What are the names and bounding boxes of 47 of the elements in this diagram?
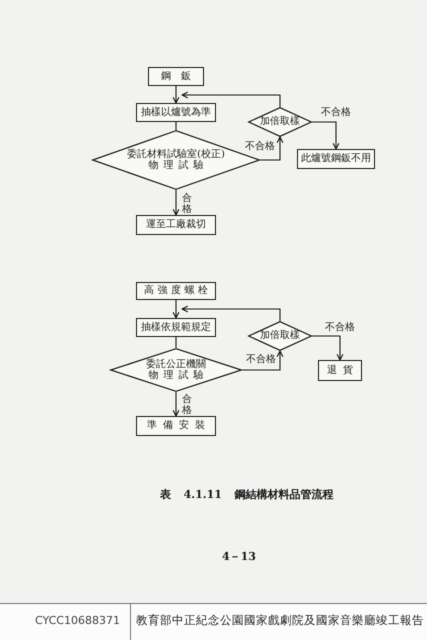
decision-diamond [248, 107, 312, 137]
connector-line [175, 122, 177, 130]
decision-text: 物理試驗 [148, 370, 208, 382]
edge-label: 合格 [182, 193, 192, 215]
edge-label: 不合格 [321, 107, 351, 118]
flow-arrow [172, 86, 180, 104]
edge-label: 不合格 [246, 354, 276, 365]
decision-text: 委託公正機關 [146, 358, 206, 370]
flow-arrow [181, 92, 281, 107]
flow-arrow [260, 136, 284, 161]
step-text: 高強度螺栓 [143, 285, 212, 297]
flow-arrow [181, 306, 281, 321]
process-box [136, 103, 216, 122]
figure-caption: 表 4.1.11 鋼結構材料品管流程 [160, 487, 334, 502]
decision-diamond [110, 348, 242, 392]
process-box [136, 416, 216, 436]
decision-text: 加倍取樣 [260, 330, 300, 342]
edge-label: 合格 [182, 394, 192, 416]
decision-text: 加倍取樣 [260, 116, 300, 128]
process-box [297, 149, 375, 169]
step-text: 退貨 [326, 364, 359, 376]
flow-arrow [172, 300, 180, 319]
flow-arrow [242, 350, 284, 371]
report-title: 教育部中正紀念公園國家戲劇院及國家音樂廳竣工報告 [136, 613, 424, 628]
step-text: 抽樣依規範規定 [141, 322, 211, 334]
process-box [136, 282, 216, 300]
process-box [136, 215, 216, 235]
flow-arrow [312, 121, 340, 150]
step-text: 運至工廠裁切 [146, 219, 206, 231]
process-box [318, 360, 362, 381]
flow-arrow [172, 190, 180, 216]
edge-label: 不合格 [325, 322, 355, 333]
page-number: 4－13 [222, 549, 256, 564]
step-text: 準備安裝 [146, 420, 211, 432]
process-box [136, 318, 216, 337]
step-text: 鋼鈑 [160, 70, 201, 82]
step-text: 此爐號鋼鈑不用 [301, 153, 371, 165]
decision-diamond [248, 321, 312, 351]
edge-label: 不合格 [245, 141, 275, 152]
step-text: 抽樣以爐號為準 [141, 106, 211, 118]
flow-arrow [312, 335, 344, 361]
connector-line [175, 337, 177, 348]
process-box [148, 67, 204, 86]
decision-text: 物理試驗 [148, 160, 208, 172]
archive-id: CYCC10688371 [35, 614, 120, 627]
decision-text: 委託材料試驗室(校正) [127, 148, 225, 160]
flow-arrow [172, 392, 180, 417]
